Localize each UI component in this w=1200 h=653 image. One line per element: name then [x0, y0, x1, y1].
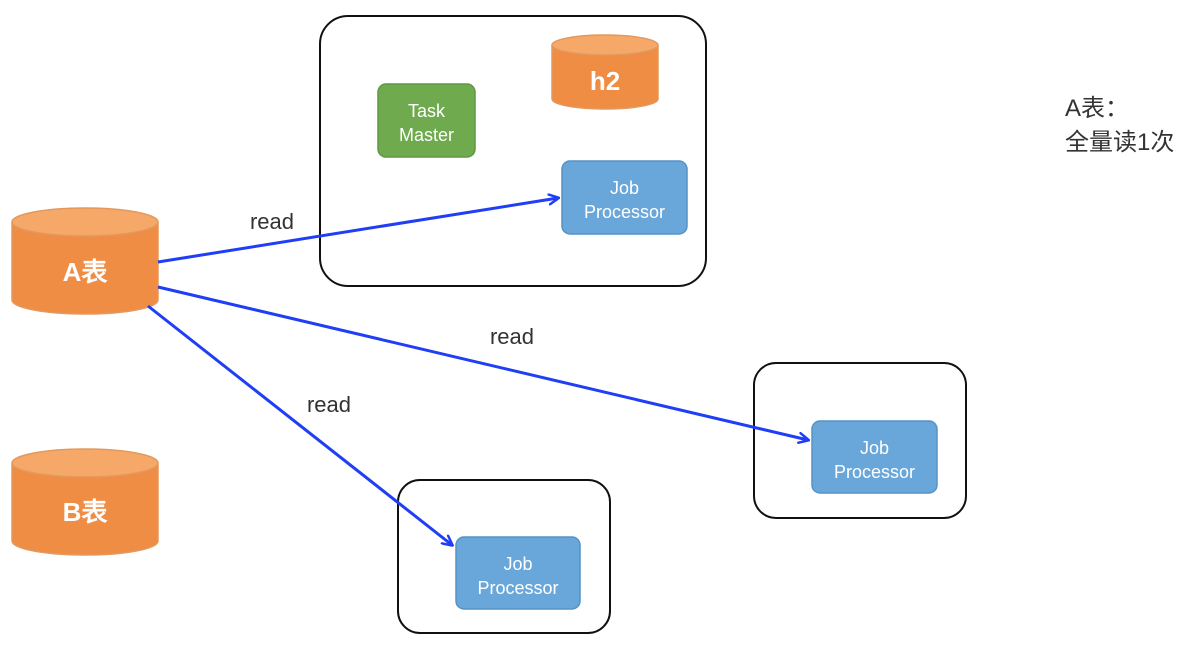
job-processor-1-line1: Job: [610, 178, 639, 198]
job-processor-3: Job Processor: [455, 536, 581, 610]
read-arrow-1: [157, 198, 558, 264]
job-processor-1-line2: Processor: [584, 202, 665, 222]
job-processor-2: Job Processor: [811, 420, 938, 494]
server-node-2: [753, 362, 967, 519]
note-line-1: A表：: [1065, 95, 1129, 122]
table-b-cylinder: B表: [11, 448, 159, 556]
server-node-3: [397, 479, 611, 634]
task-master-box: Task Master: [377, 83, 476, 158]
job-processor-2-line1: Job: [860, 438, 889, 458]
read-label-2: read: [490, 324, 534, 349]
task-master-line1: Task: [408, 101, 446, 121]
h2-label: h2: [590, 66, 620, 96]
table-a-label: A表: [63, 257, 109, 287]
job-processor-1: Job Processor: [561, 160, 688, 235]
table-b-label: B表: [63, 497, 109, 527]
table-a-cylinder: A表: [11, 207, 159, 315]
task-master-line2: Master: [399, 125, 454, 145]
read-arrow-2: [157, 285, 808, 440]
job-processor-3-line1: Job: [503, 554, 532, 574]
read-arrow-3: [147, 304, 452, 545]
read-label-3: read: [307, 392, 351, 417]
job-processor-2-line2: Processor: [834, 462, 915, 482]
note-line-2: 全量读1次: [1065, 129, 1174, 156]
h2-database-cylinder: h2: [551, 34, 659, 110]
server-node-1: [319, 15, 707, 287]
job-processor-3-line2: Processor: [477, 578, 558, 598]
read-label-1: read: [250, 209, 294, 234]
